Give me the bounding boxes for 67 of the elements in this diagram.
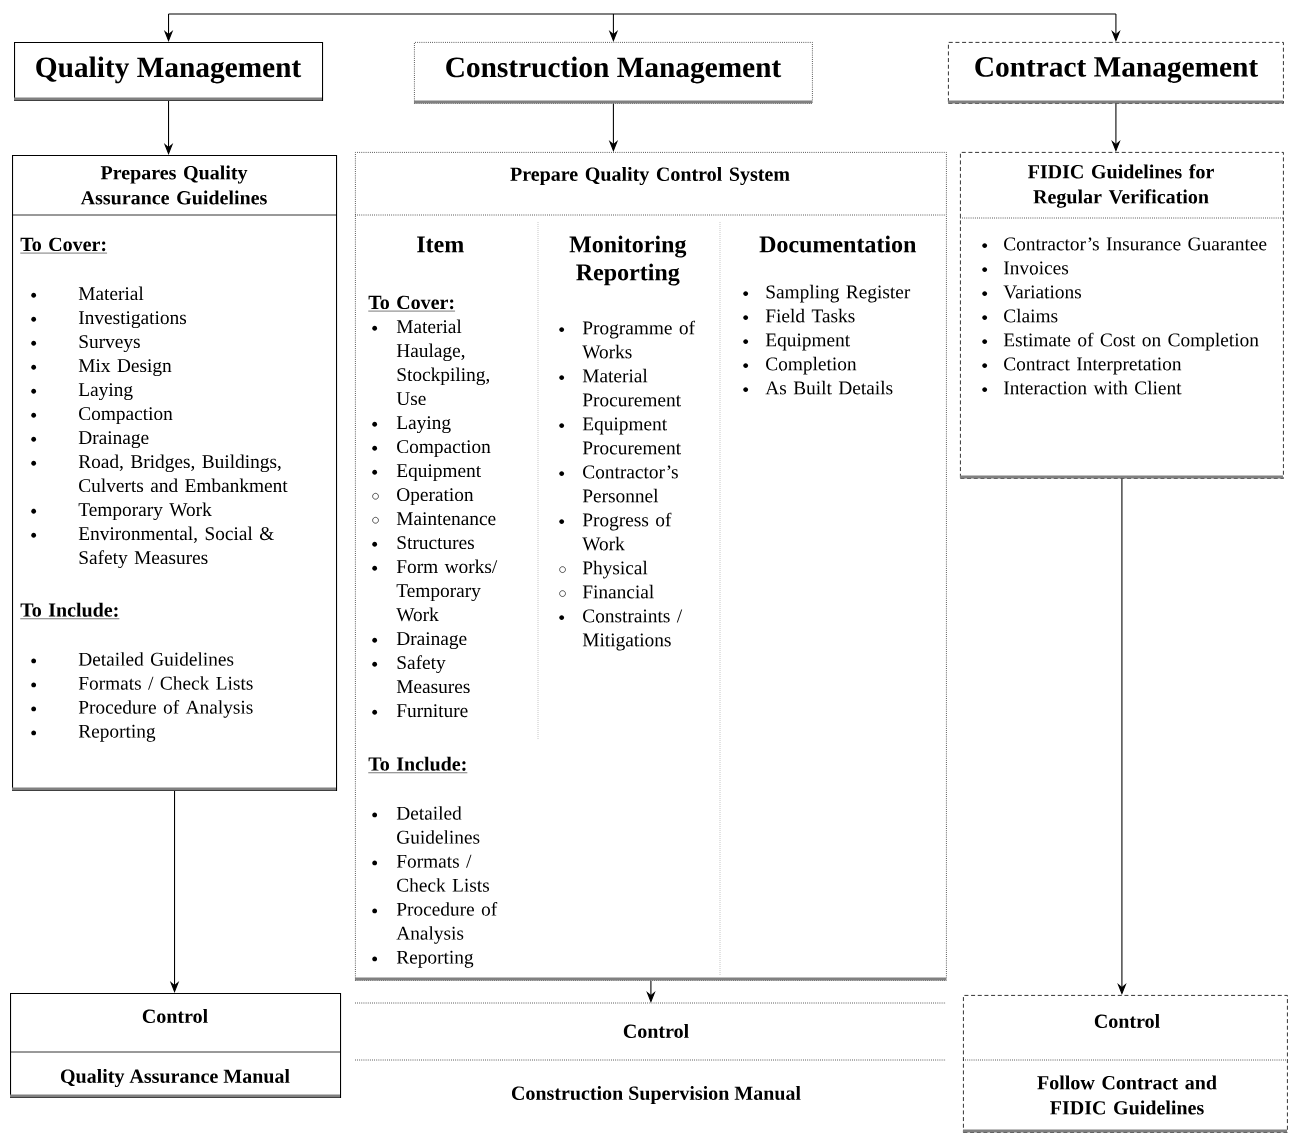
list-item: Contractor’s Insurance Guarantee bbox=[982, 237, 1267, 251]
list-item: As Built Details bbox=[743, 380, 893, 395]
arrow bbox=[646, 980, 656, 1003]
list-item: Field Tasks bbox=[743, 308, 855, 323]
header-box: Construction Management bbox=[414, 42, 813, 104]
list-item: Compaction bbox=[372, 440, 491, 458]
list-item: Contract Interpretation bbox=[982, 357, 1182, 375]
list-item: Maintenance bbox=[372, 512, 496, 526]
list-item: Procedure of Analysis bbox=[31, 700, 253, 718]
list-item: Furniture bbox=[372, 704, 468, 718]
list-item: Reporting bbox=[372, 950, 474, 968]
list-item: Claims bbox=[982, 308, 1058, 323]
list-item: Environmental, Social & Safety Measures bbox=[31, 526, 274, 569]
list-item: Safety Measures bbox=[372, 655, 470, 694]
list-item: Equipment bbox=[743, 333, 851, 351]
column-heading: Monitoring Reporting bbox=[569, 235, 687, 286]
connector-line bbox=[168, 13, 1117, 15]
list-item: Material bbox=[31, 286, 144, 301]
arrow bbox=[1111, 13, 1121, 42]
list-item: Road, Bridges, Buildings, Culverts and Embankment bbox=[31, 454, 288, 493]
list-item: Progress of Work bbox=[559, 512, 672, 551]
list-item: Interaction with Client bbox=[982, 380, 1182, 395]
list-item: Formats / Check Lists bbox=[372, 854, 490, 892]
section-heading: To Cover: bbox=[368, 295, 456, 312]
arrow bbox=[1111, 103, 1121, 152]
list-item: Equipment bbox=[372, 464, 481, 482]
list-item: Reporting bbox=[31, 724, 156, 742]
list-item: Drainage bbox=[372, 632, 467, 650]
list-item: Temporary Work bbox=[31, 502, 212, 521]
list-item: Physical bbox=[559, 560, 648, 579]
list-item: Procedure of Analysis bbox=[372, 902, 498, 944]
list-item: Constraints / Mitigations bbox=[559, 609, 683, 651]
list-item: Operation bbox=[372, 488, 474, 506]
header-box: Quality Management bbox=[14, 42, 324, 102]
list-item: Equipment Procurement bbox=[559, 417, 681, 455]
list-item: Invoices bbox=[982, 261, 1069, 275]
section-heading: To Include: bbox=[368, 756, 468, 773]
list-item: Drainage bbox=[31, 431, 149, 449]
column-heading: Documentation bbox=[759, 235, 917, 253]
result-box: Control Quality Assurance Manual bbox=[9, 993, 342, 1099]
list-item: Surveys bbox=[31, 335, 140, 353]
list-item: Structures bbox=[372, 536, 474, 550]
column-heading: Item bbox=[417, 236, 464, 253]
list-item: Variations bbox=[982, 285, 1081, 299]
list-item: Sampling Register bbox=[743, 284, 911, 303]
list-item: Completion bbox=[743, 356, 857, 375]
list-item: Laying bbox=[372, 416, 451, 434]
list-item: Form works/ Temporary Work bbox=[372, 559, 498, 622]
list-item: Programme of Works bbox=[559, 320, 696, 359]
list-item: Estimate of Cost on Completion bbox=[982, 332, 1259, 351]
list-item: Compaction bbox=[31, 407, 173, 425]
list-item: Contractor’s Personnel bbox=[559, 465, 678, 503]
result-box: Control Construction Supervision Manual bbox=[354, 1002, 947, 1121]
list-item: Investigations bbox=[31, 311, 187, 329]
list-item: Material Procurement bbox=[559, 368, 681, 407]
section-heading: To Cover: bbox=[20, 237, 108, 254]
arrow bbox=[1117, 478, 1127, 995]
list-item: Detailed Guidelines bbox=[372, 806, 480, 844]
list-item: Detailed Guidelines bbox=[31, 652, 234, 666]
list-item: Formats / Check Lists bbox=[31, 676, 253, 690]
list-item: Material Haulage, Stockpiling, Use bbox=[372, 319, 490, 406]
list-item: Financial bbox=[559, 584, 654, 599]
list-item: Mix Design bbox=[31, 359, 172, 377]
header-box: Contract Management bbox=[948, 42, 1284, 104]
result-box: Control Follow Contract and FIDIC Guidelines bbox=[962, 995, 1288, 1133]
list-item: Laying bbox=[31, 383, 133, 401]
section-heading: To Include: bbox=[20, 602, 120, 619]
